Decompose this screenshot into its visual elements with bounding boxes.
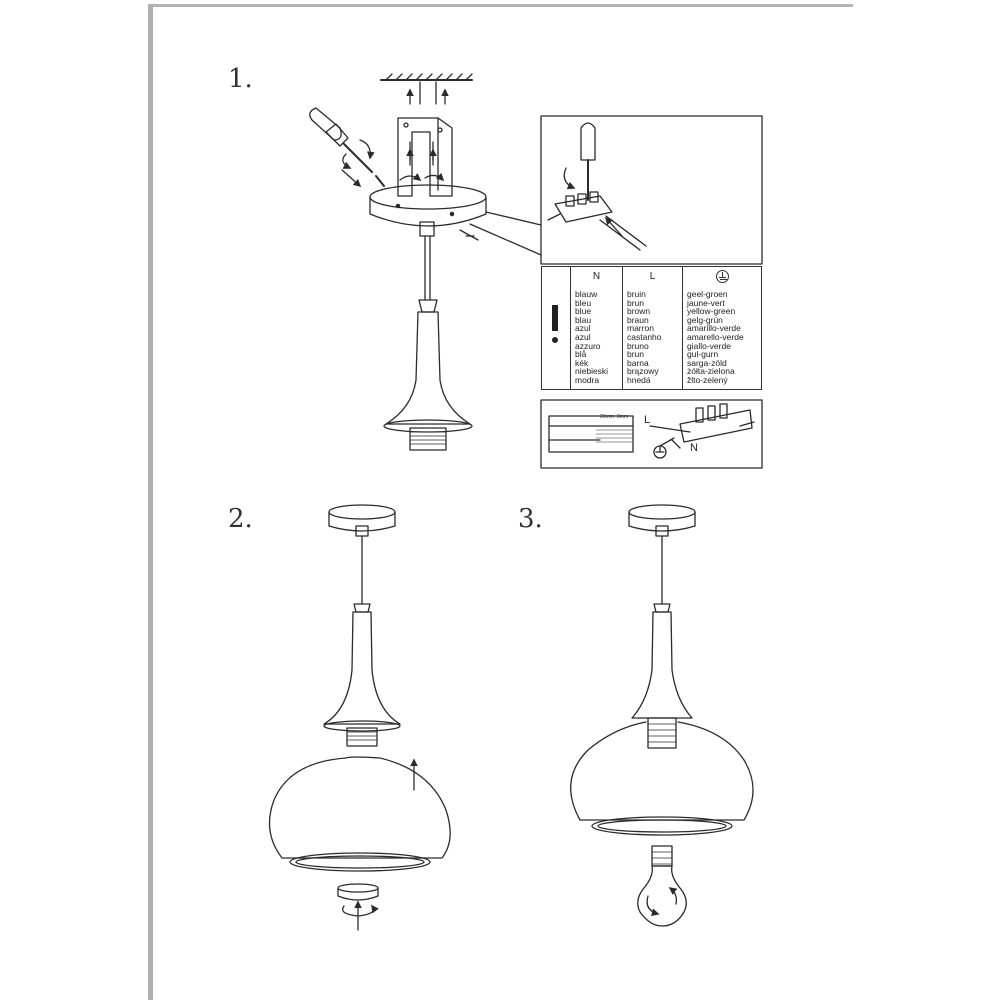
neutral-color-item: blauw — [575, 289, 598, 299]
wire-terminal-detail — [540, 115, 763, 265]
earth-color-item: geel-groen — [687, 289, 728, 299]
earth-color-item: yellow-green — [687, 306, 736, 317]
wiring-legend-frame — [540, 399, 763, 469]
warning-dot — [552, 337, 558, 343]
neutral-color-item: blue — [575, 306, 592, 317]
neutral-header: N — [592, 271, 601, 282]
live-color-item: bruno — [627, 340, 649, 351]
earth-color-item: żółta-zielona — [687, 366, 735, 377]
step-2-number: 2. — [228, 504, 253, 534]
step-1-number: 1. — [228, 64, 253, 94]
warning-column — [542, 267, 570, 389]
live-color-item: castanho — [627, 331, 662, 342]
live-header: L — [649, 271, 656, 282]
earth-color-item: gul-gurn — [687, 349, 719, 360]
neutral-color-item: azzuro — [575, 340, 601, 351]
earth-color-item: amarello-verde — [687, 331, 744, 342]
live-color-item: barna — [627, 357, 649, 368]
step-3-bulb-assembly — [570, 504, 754, 927]
step-2-shade-assembly — [268, 504, 451, 931]
live-color-item: brown — [627, 306, 651, 317]
live-color-item: brun — [627, 349, 645, 360]
neutral-color-item: blau — [575, 314, 592, 325]
screwdriver-icon — [309, 107, 385, 188]
warning-icon — [552, 305, 558, 331]
live-terminal-label: L — [644, 414, 651, 426]
live-color-item: marron — [627, 323, 654, 334]
scan-border — [148, 4, 853, 1000]
earth-color-item: jaune-vert — [687, 297, 725, 308]
live-color-item: brązowy — [627, 366, 659, 377]
neutral-color-item: blå — [575, 349, 587, 360]
earth-color-item: sarga-zöld — [687, 357, 727, 368]
neutral-color-item: kék — [575, 357, 589, 368]
neutral-color-item: modra — [575, 374, 600, 385]
live-color-item: braun — [627, 314, 649, 325]
strip-length-right: 8mm — [617, 414, 629, 420]
neutral-terminal-label: N — [690, 442, 698, 454]
neutral-color-item: azul — [575, 323, 591, 334]
earth-color-item: gelg-grün — [687, 314, 723, 325]
step-3-number: 3. — [518, 504, 543, 534]
step-1-ceiling-mount — [309, 73, 542, 451]
earth-ground-icon — [715, 270, 729, 283]
live-color-item: bruin — [627, 289, 646, 299]
strip-length-left: 20mm — [600, 414, 614, 420]
live-color-item: brun — [627, 297, 645, 308]
earth-color-item: giallo-verde — [687, 340, 731, 351]
live-color-item: hnedá — [627, 374, 651, 385]
neutral-color-item: azul — [575, 331, 591, 342]
earth-color-item: amarillo-verde — [687, 323, 741, 334]
earth-header — [687, 270, 757, 290]
light-bulb-icon — [637, 845, 687, 927]
neutral-color-item: niebieski — [575, 366, 609, 377]
neutral-color-item: bleu — [575, 297, 592, 308]
earth-color-item: žlto-zelený — [687, 374, 728, 385]
